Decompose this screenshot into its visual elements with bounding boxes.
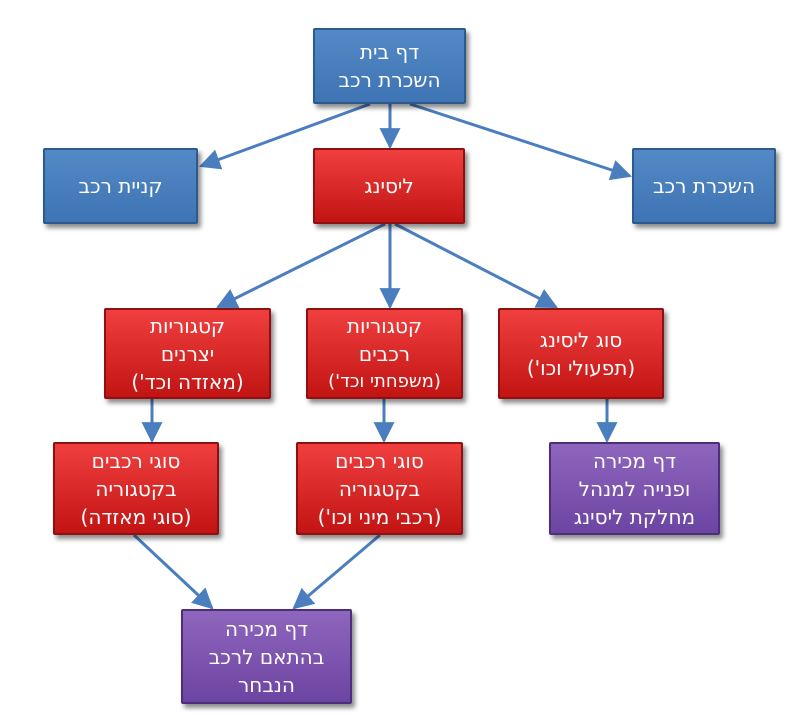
arrow-leasing-to-manufacturers bbox=[216, 222, 386, 309]
car-categories-node: קטגוריות רכבים (משפחתי וכד') bbox=[306, 308, 463, 399]
home-rental-line-2: השכרת רכב bbox=[338, 68, 441, 92]
sale-manager-page-line-2: ופנייה למנהל bbox=[578, 476, 691, 501]
sale-selected-car-page-line-1: דף מכירה bbox=[224, 616, 309, 641]
category-types-mazda-line-1: סוגי רכבים bbox=[91, 448, 181, 473]
arrow-types-mini-to-sale-selected bbox=[292, 533, 381, 610]
category-types-mazda-line-2: בקטגוריה bbox=[95, 476, 177, 501]
rental-node: השכרת רכב bbox=[632, 148, 776, 224]
category-types-mini-line-1: סוגי רכבים bbox=[335, 448, 424, 473]
manufacturer-categories-node: קטגוריות יצרנים (מאזדה וכד') bbox=[104, 308, 271, 399]
arrow-types-mazda-to-sale-selected bbox=[132, 533, 214, 610]
leasing-type-line-1: סוג ליסינג bbox=[539, 327, 623, 352]
purchase-line-1: קניית רכב bbox=[78, 174, 163, 198]
leasing-type-node: סוג ליסינג (תפעולי וכו') bbox=[498, 308, 664, 399]
manufacturer-categories-line-1: קטגוריות bbox=[149, 313, 226, 338]
car-categories-line-3: (משפחתי וכד') bbox=[328, 370, 441, 392]
leasing-node: ליסינג bbox=[313, 148, 465, 224]
sale-manager-page-line-3: מחלקת ליסינג bbox=[573, 504, 696, 529]
manufacturer-categories-line-3: (מאזדה וכד') bbox=[131, 369, 244, 394]
category-types-mini-line-3: (רכבי מיני וכו') bbox=[317, 504, 442, 529]
category-types-mazda-node: סוגי רכבים בקטגוריה (סוגי מאזדה) bbox=[53, 442, 219, 535]
leasing-line-1: ליסינג bbox=[364, 174, 414, 198]
rental-line-1: השכרת רכב bbox=[652, 174, 756, 198]
car-categories-line-2: רכבים bbox=[358, 341, 411, 366]
sale-manager-page-line-1: דף מכירה bbox=[592, 448, 677, 473]
leasing-type-line-2: (תפעולי וכו') bbox=[526, 355, 636, 380]
home-rental-line-1: דף בית bbox=[359, 40, 420, 64]
car-categories-line-1: קטגוריות bbox=[346, 313, 423, 338]
arrow-home-to-purchase bbox=[199, 102, 371, 170]
purchase-node: קניית רכב bbox=[43, 148, 198, 224]
arrow-home-to-rental bbox=[409, 102, 632, 181]
sale-selected-car-page-node: דף מכירה בהתאם לרכב הנבחר bbox=[181, 609, 352, 704]
arrow-leasing-to-leasing-type bbox=[394, 222, 558, 309]
category-types-mini-line-2: בקטגוריה bbox=[338, 476, 421, 501]
sale-selected-car-page-line-3: הנבחר bbox=[238, 672, 295, 697]
category-types-mazda-line-3: (סוגי מאזדה) bbox=[80, 504, 192, 529]
sale-manager-page-node: דף מכירה ופנייה למנהל מחלקת ליסינג bbox=[549, 442, 720, 535]
manufacturer-categories-line-2: יצרנים bbox=[160, 341, 215, 366]
sale-selected-car-page-line-2: בהתאם לרכב bbox=[208, 644, 325, 669]
category-types-mini-node: סוגי רכבים בקטגוריה (רכבי מיני וכו') bbox=[296, 442, 463, 535]
home-rental-node: דף בית השכרת רכב bbox=[313, 28, 466, 104]
